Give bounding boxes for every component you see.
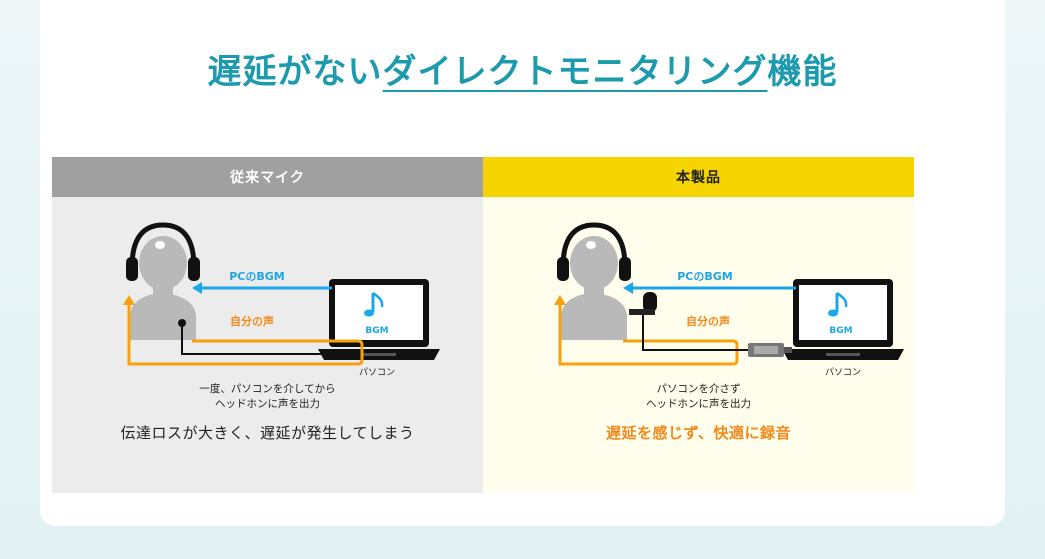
music-note-icon	[364, 292, 384, 317]
conventional-mic-panel: 従来マイク BGM PCのBGM	[52, 157, 483, 493]
conventional-mic-diagram: BGM PCのBGM 自分の声 パソコン	[123, 222, 440, 377]
title-suffix: 機能	[767, 52, 838, 92]
pc-bgm-label: PCのBGM	[229, 270, 285, 283]
conventional-result: 伝達ロスが大きく、遅延が発生してしまう	[120, 424, 415, 442]
lavalier-mic-icon	[629, 292, 657, 315]
usb-adapter-icon	[748, 343, 792, 357]
this-product-panel: 本製品 BGM PCのBGM	[483, 157, 914, 493]
headphones-person-icon	[557, 222, 631, 340]
laptop-label: パソコン	[825, 367, 861, 377]
pc-bgm-label: PCのBGM	[677, 270, 733, 283]
voice-label: 自分の声	[686, 314, 730, 328]
this-product-header: 本製品	[483, 157, 914, 197]
laptop-label: パソコン	[359, 367, 395, 377]
laptop-icon	[318, 279, 440, 360]
caption-line1: 一度、パソコンを介してから	[199, 383, 336, 395]
laptop-icon	[782, 279, 904, 360]
conventional-mic-header: 従来マイク	[52, 157, 483, 197]
caption-line2: ヘッドホンに声を出力	[646, 398, 751, 410]
conventional-caption: 一度、パソコンを介してから ヘッドホンに声を出力	[52, 382, 483, 412]
page-title: 遅延がないダイレクトモニタリング機能	[40, 44, 1005, 93]
title-underlined: ダイレクトモニタリング	[382, 52, 768, 92]
this-product-diagram: BGM PCのBGM 自分の声 パソコン	[554, 222, 904, 377]
voice-label: 自分の声	[230, 314, 274, 328]
caption-line2: ヘッドホンに声を出力	[215, 398, 320, 410]
this-product-caption: パソコンを介さず ヘッドホンに声を出力	[483, 382, 914, 412]
this-product-result: 遅延を感じず、快適に録音	[606, 424, 791, 442]
screen-bgm-label: BGM	[365, 326, 388, 336]
headphones-person-icon	[126, 222, 200, 340]
screen-bgm-label: BGM	[829, 326, 852, 336]
music-note-icon	[828, 292, 848, 317]
caption-line1: パソコンを介さず	[656, 383, 741, 395]
title-prefix: 遅延がない	[207, 52, 383, 92]
